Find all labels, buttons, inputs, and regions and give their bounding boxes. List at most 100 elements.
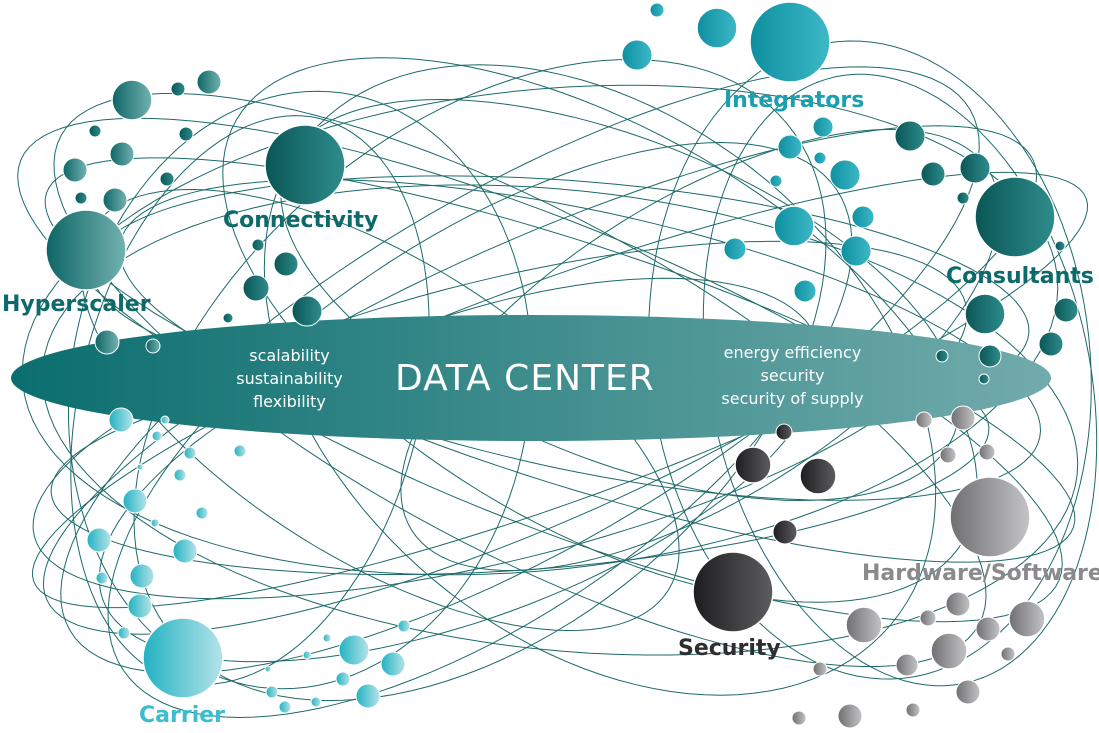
orbit-bubble: [233, 444, 247, 458]
label-consultants: Consultants: [946, 264, 1094, 289]
consultants-main-bubble: [974, 176, 1056, 258]
stakeholder-bubbles: [45, 1, 1079, 729]
orbit-bubble: [242, 274, 270, 302]
attribute-energy-efficiency: energy efficiency: [723, 343, 862, 362]
orbit-bubble: [930, 632, 968, 670]
label-hardware-software: Hardware/Software: [862, 561, 1099, 586]
orbit-bubble: [775, 423, 793, 441]
orbit-bubble: [696, 7, 738, 49]
hardware-software-main-bubble: [949, 476, 1031, 558]
orbit-bubble: [160, 415, 170, 425]
orbit-bubble: [310, 696, 322, 708]
orbit-bubble: [978, 373, 990, 385]
label-security: Security: [678, 636, 781, 661]
orbit-bubble: [1053, 297, 1079, 323]
orbit-bubble: [812, 661, 828, 677]
orbit-bubble: [251, 238, 265, 252]
orbit-bubble: [278, 700, 292, 714]
orbit-bubble: [621, 39, 653, 71]
label-integrators: Integrators: [724, 88, 865, 113]
orbit-bubble: [894, 120, 926, 152]
hyperscaler-main-bubble: [45, 209, 127, 291]
integrators-main-bubble: [749, 1, 831, 83]
carrier-main-bubble: [142, 617, 224, 699]
orbit-bubble: [127, 593, 153, 619]
orbit-bubble: [178, 126, 194, 142]
orbit-bubble: [837, 703, 863, 729]
orbit-bubble: [793, 279, 817, 303]
orbit-bubble: [195, 506, 209, 520]
label-carrier: Carrier: [139, 703, 226, 728]
orbit-bubble: [222, 312, 234, 324]
connectivity-main-bubble: [264, 124, 346, 206]
orbit-bubble: [151, 430, 163, 442]
orbit-bubble: [829, 159, 861, 191]
left-attributes: scalability sustainability flexibility: [222, 344, 357, 413]
orbit-bubble: [845, 606, 883, 644]
orbit-bubble: [183, 446, 197, 460]
orbit-bubble: [95, 571, 109, 585]
orbit-bubble: [196, 69, 222, 95]
orbit-bubble: [264, 665, 272, 673]
orbit-bubble: [129, 563, 155, 589]
orbit-bubble: [851, 205, 875, 229]
orbit-bubble: [920, 161, 946, 187]
attribute-flexibility: flexibility: [253, 392, 326, 411]
orbit-bubble: [813, 151, 827, 165]
orbit-bubble: [772, 519, 798, 545]
orbit-bubble: [102, 187, 128, 213]
orbit-bubble: [291, 295, 323, 327]
orbit-bubble: [88, 124, 102, 138]
orbit-bubble: [335, 671, 351, 687]
orbit-bubble: [302, 650, 312, 660]
orbit-bubble: [649, 2, 665, 18]
orbit-bubble: [145, 338, 161, 354]
orbit-bubble: [773, 205, 815, 247]
orbit-bubble: [964, 293, 1006, 335]
attribute-security: security: [760, 366, 825, 385]
orbit-bubble: [1008, 600, 1046, 638]
orbit-bubble: [74, 191, 88, 205]
right-attributes: energy efficiency security security of s…: [700, 341, 885, 410]
orbit-bubble: [723, 237, 747, 261]
orbit-bubble: [173, 468, 187, 482]
orbit-bubble: [955, 679, 981, 705]
orbit-bubble: [734, 446, 772, 484]
attribute-security-of-supply: security of supply: [721, 389, 864, 408]
orbit-bubble: [915, 411, 933, 429]
orbit-bubble: [945, 591, 971, 617]
orbit-bubble: [380, 651, 406, 677]
orbit-bubble: [117, 626, 131, 640]
orbit-bubble: [338, 634, 370, 666]
orbit-bubble: [769, 174, 783, 188]
orbit-bubble: [94, 329, 120, 355]
orbit-bubble: [935, 349, 949, 363]
orbit-bubble: [150, 518, 160, 528]
orbit-line: [98, 277, 822, 663]
orbit-bubble: [397, 619, 411, 633]
orbit-bubble: [812, 116, 834, 138]
orbit-bubble: [956, 191, 970, 205]
label-connectivity: Connectivity: [223, 208, 379, 233]
orbit-bubble: [109, 141, 135, 167]
orbit-bubble: [1000, 646, 1016, 662]
orbit-bubble: [978, 344, 1002, 368]
orbit-bubble: [62, 157, 88, 183]
orbit-bubble: [939, 446, 957, 464]
orbit-bubble: [978, 443, 996, 461]
data-center-title: DATA CENTER: [395, 358, 655, 399]
orbit-bubble: [799, 457, 837, 495]
orbit-bubble: [111, 79, 153, 121]
orbit-bubble: [975, 616, 1001, 642]
orbit-bubble: [86, 527, 112, 553]
orbit-bubble: [895, 653, 919, 677]
data-center-ellipse: [11, 315, 1051, 441]
label-hyperscaler: Hyperscaler: [2, 292, 151, 317]
orbit-bubble: [950, 405, 976, 431]
orbit-bubble: [322, 633, 332, 643]
orbit-bubble: [1038, 331, 1064, 357]
orbit-bubble: [136, 463, 144, 471]
orbit-bubble: [959, 152, 991, 184]
orbit-bubble: [840, 235, 872, 267]
